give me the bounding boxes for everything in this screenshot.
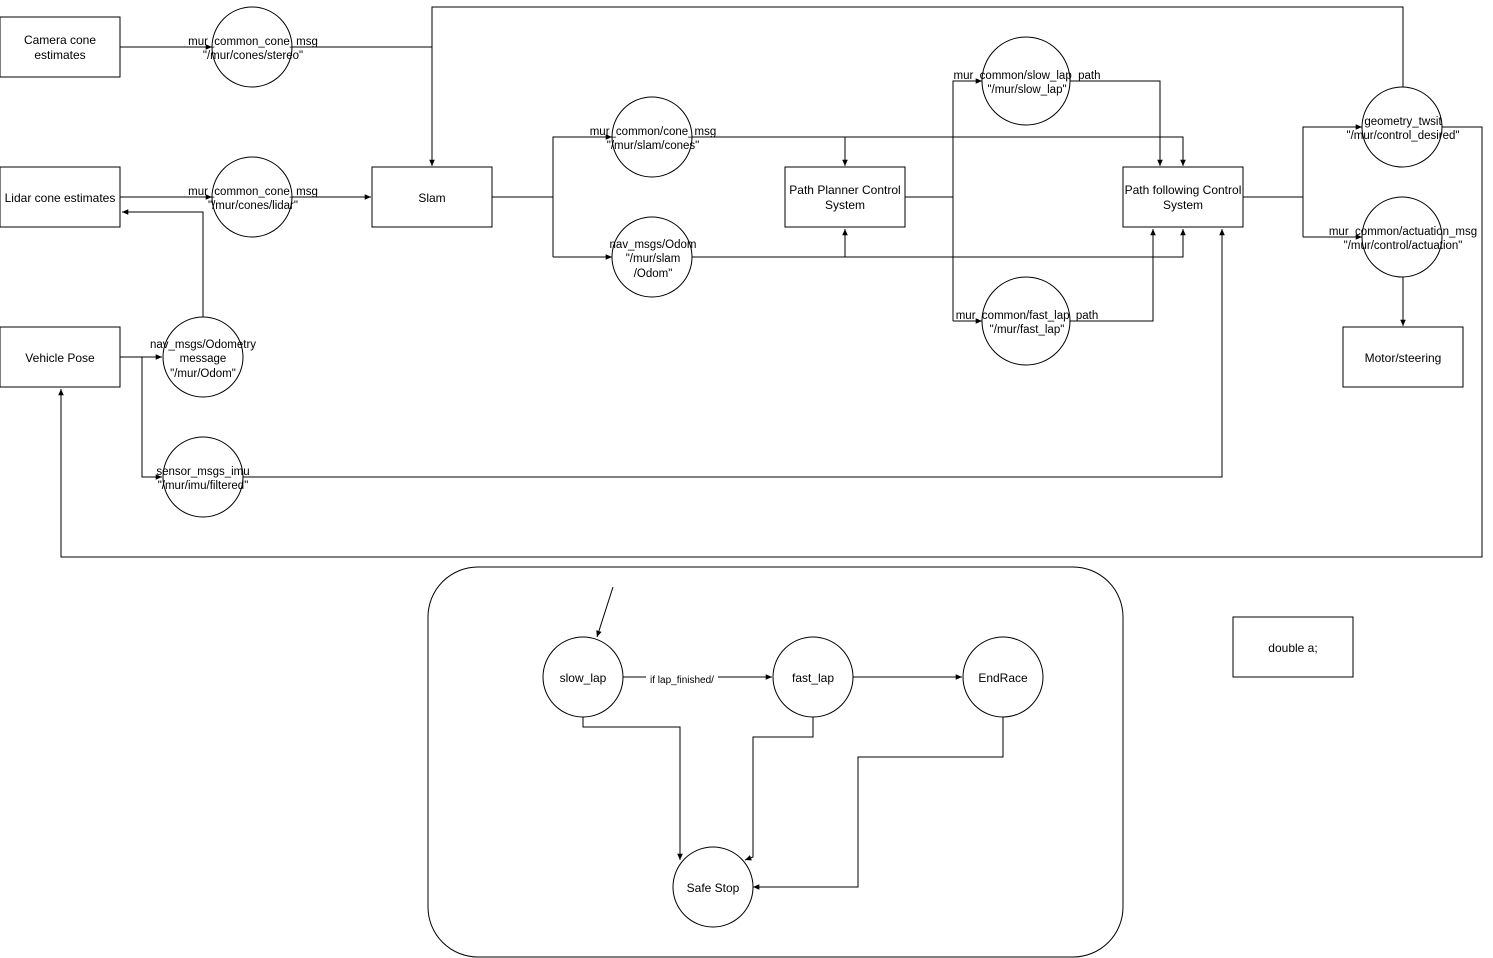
edges (58, 6, 1483, 558)
topic-imu-type: sensor_msgs_imu (156, 466, 249, 478)
state-safe-stop: Safe Stop (672, 846, 754, 928)
topic-slam-odom-name-2: /Odom" (634, 268, 673, 280)
edge-twist-to-slam (431, 6, 1404, 87)
camera-node: Camera cone estimates (0, 16, 121, 78)
edge-imu-to-path-following (242, 229, 1225, 478)
topic-twist: geometry_twsit "/mur/control_desired" (1347, 86, 1460, 168)
motor-node: Motor/steering (1342, 326, 1464, 388)
state-machine-container (427, 566, 1124, 958)
topic-lidar-type: mur_common_cone_msg (188, 186, 318, 198)
state-fast-lap: fast_lap (772, 636, 854, 718)
topic-odometry-name: "/mur/Odom" (170, 368, 236, 380)
path-following-node: Path following Control System (1122, 166, 1244, 228)
lidar-node: Lidar cone estimates (0, 166, 121, 228)
topic-slow-lap: mur_common/slow_lap_path "/mur/slow_lap" (953, 36, 1101, 126)
state-end-race: EndRace (962, 636, 1044, 718)
state-slow-lap-label: slow_lap (560, 671, 607, 685)
edge-to-twist (1302, 124, 1362, 237)
topic-imu-name: "/mur/imu/filtered" (158, 480, 249, 492)
edge-fast-lap-to-path-following (1070, 229, 1156, 322)
edge-initial-to-slow-lap (596, 586, 614, 638)
topic-slow-lap-name: "/mur/slow_lap" (987, 84, 1066, 96)
edge-endrace-to-safe-stop (753, 717, 1004, 890)
edge-pose-to-imu (141, 357, 162, 480)
topic-stereo: mur_common_cone_msg "/mur/cones/stereo" (188, 6, 318, 88)
edge-fast-to-safe-stop (744, 717, 814, 861)
topic-imu: sensor_msgs_imu "/mur/imu/filtered" (156, 436, 250, 518)
path-following-label-line1: Path following Control (1125, 183, 1242, 197)
topic-stereo-type: mur_common_cone_msg (188, 36, 318, 48)
topic-slam-odom: nav_msgs/Odom "/mur/slam /Odom" (610, 216, 697, 298)
topic-fast-lap-type: mur_common/fast_lap_path (956, 310, 1099, 322)
topic-slow-lap-type: mur_common/slow_lap_path (953, 70, 1100, 82)
topic-fast-lap: mur_common/fast_lap_path "/mur/fast_lap" (956, 276, 1099, 366)
path-planner-label-line1: Path Planner Control (789, 183, 900, 197)
topic-slam-odom-type: nav_msgs/Odom (610, 239, 697, 251)
topic-lidar-name: "/mur/cones/lidar" (208, 200, 298, 212)
slam-label: Slam (418, 191, 445, 205)
transition-label: if lap_finished/ (650, 675, 714, 686)
topic-odometry-type: nav_msgs/Odometry (150, 339, 256, 351)
topic-actuation-name: "/mur/control/actuation" (1344, 240, 1463, 252)
state-end-race-label: EndRace (978, 671, 1028, 685)
edge-slam-to-cones (552, 134, 612, 257)
topic-slam-cones: mur_common/cone_msg "/mur/slam/cones" (590, 96, 717, 178)
edge-slow-to-safe-stop (582, 717, 683, 860)
topic-odometry: nav_msgs/Odometry message "/mur/Odom" (150, 316, 256, 398)
edge-twist-to-vehicle-pose (58, 126, 1483, 558)
vehicle-pose-node: Vehicle Pose (0, 326, 121, 388)
edge-odom-to-path-following (692, 229, 1186, 258)
camera-label-line1: Camera cone (24, 33, 96, 47)
motor-label: Motor/steering (1365, 351, 1442, 365)
topic-fast-lap-name: "/mur/fast_lap" (990, 324, 1065, 336)
double-a-node: double a; (1232, 616, 1354, 678)
topic-slam-cones-type: mur_common/cone_msg (590, 126, 717, 138)
edge-planner-to-slow-lap (952, 78, 982, 321)
camera-label-line2: estimates (34, 48, 85, 62)
state-slow-lap: slow_lap (542, 636, 624, 718)
state-safe-stop-label: Safe Stop (687, 881, 740, 895)
topic-stereo-name: "/mur/cones/stereo" (203, 50, 303, 62)
topic-twist-name: "/mur/control_desired" (1347, 130, 1460, 142)
edge-odom-to-lidar (122, 209, 204, 318)
topic-slam-cones-name: "/mur/slam/cones" (607, 140, 700, 152)
vehicle-pose-label: Vehicle Pose (25, 351, 95, 365)
topic-actuation: mur_common/actuation_msg "/mur/control/a… (1329, 196, 1477, 278)
slam-node: Slam (371, 166, 493, 228)
path-planner-node: Path Planner Control System (784, 166, 906, 228)
state-machine: if lap_finished/ slow_lap fast_lap EndRa… (427, 566, 1124, 958)
double-a-label: double a; (1268, 641, 1317, 655)
edge-stereo-to-slam (292, 46, 435, 166)
topic-odometry-kind: message (180, 353, 227, 365)
lidar-label: Lidar cone estimates (5, 191, 116, 205)
state-fast-lap-label: fast_lap (792, 671, 834, 685)
topic-slam-odom-name-1: "/mur/slam (626, 253, 681, 265)
topic-twist-type: geometry_twsit (1364, 116, 1442, 128)
path-planner-label-line2: System (825, 198, 865, 212)
edge-cones-to-path-following (692, 136, 1186, 166)
edge-slow-lap-to-path-following (1070, 80, 1163, 166)
topic-actuation-type: mur_common/actuation_msg (1329, 226, 1477, 238)
path-following-label-line2: System (1163, 198, 1203, 212)
topic-lidar: mur_common_cone_msg "/mur/cones/lidar" (188, 156, 318, 238)
